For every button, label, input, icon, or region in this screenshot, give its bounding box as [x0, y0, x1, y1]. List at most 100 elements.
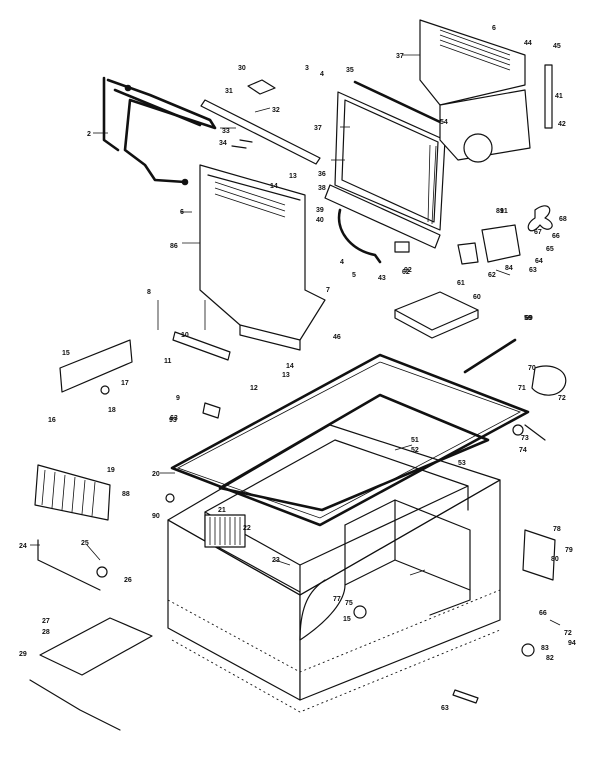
callout-label: 65	[546, 246, 554, 253]
callout-label: 29	[19, 651, 27, 658]
callout-label: 16	[48, 417, 56, 424]
callout-label: 37	[396, 53, 404, 60]
callout-label: 80	[551, 556, 559, 563]
callout-label: 10	[181, 332, 189, 339]
callout-label: 35	[346, 67, 354, 74]
callout-label: 84	[505, 265, 513, 272]
callout-label: 46	[333, 334, 341, 341]
callout-label: 93	[169, 417, 177, 424]
condenser-tube	[102, 76, 217, 186]
callout-label: 2	[87, 131, 91, 138]
callout-label: 11	[164, 358, 172, 365]
callout-label: 88	[122, 491, 130, 498]
callout-label: 24	[19, 543, 27, 550]
callout-label: 15	[343, 616, 351, 623]
lid-gasket	[170, 353, 530, 527]
callout-label: 28	[42, 629, 50, 636]
callout-label: 67	[534, 229, 542, 236]
callout-label: 66	[539, 610, 547, 617]
callout-label: 83	[541, 645, 549, 652]
mounting-bracket	[247, 79, 276, 95]
callout-label: 71	[518, 385, 526, 392]
compressor	[531, 365, 567, 396]
callout-label: 82	[546, 655, 554, 662]
callout-label: 33	[222, 128, 230, 135]
callout-label: 4	[340, 259, 344, 266]
callout-label: 77	[333, 596, 341, 603]
callout-label: 90	[152, 513, 160, 520]
callout-label: 86	[170, 243, 178, 250]
callout-label: 62	[402, 269, 410, 276]
callout-label: 38	[318, 185, 326, 192]
callout-label: 12	[250, 385, 258, 392]
callout-label: 26	[124, 577, 132, 584]
callout-label: 94	[568, 640, 576, 647]
callout-label: 68	[559, 216, 567, 223]
callout-label: 20	[152, 471, 160, 478]
callout-label: 22	[243, 525, 251, 532]
callout-label: 92	[404, 267, 412, 274]
callout-label: 17	[121, 380, 129, 387]
wire-basket	[34, 464, 111, 521]
callout-label: 15	[62, 350, 70, 357]
callout-label: 31	[225, 88, 233, 95]
callout-label: 30	[238, 65, 246, 72]
freezer-cabinet	[167, 424, 501, 713]
callout-label: 53	[458, 460, 466, 467]
divider-shelf	[39, 617, 153, 676]
callout-label: 60	[473, 294, 481, 301]
callout-label: 32	[272, 107, 280, 114]
callout-label: 79	[565, 547, 573, 554]
wall-coil	[204, 514, 246, 548]
callout-label: 25	[81, 540, 89, 547]
callout-label: 64	[535, 258, 543, 265]
callout-label: 44	[524, 40, 532, 47]
callout-label: 18	[108, 407, 116, 414]
callout-label: 59	[524, 315, 532, 322]
trim-strip	[200, 99, 321, 165]
fan-blade	[527, 205, 553, 232]
callout-label: 91	[500, 208, 508, 215]
callout-label: 75	[345, 600, 353, 607]
callout-label: 14	[286, 363, 294, 370]
callout-label: 51	[411, 437, 419, 444]
callout-label: 19	[107, 467, 115, 474]
callout-label: 69	[525, 315, 533, 322]
callout-label: 36	[318, 171, 326, 178]
callout-label: 23	[272, 557, 280, 564]
callout-label: 63	[529, 267, 537, 274]
callout-label: 42	[558, 121, 566, 128]
trim-tube	[353, 80, 442, 124]
condenser-assembly	[324, 91, 446, 249]
callout-label: 8	[147, 289, 151, 296]
callout-label: 6	[180, 209, 184, 216]
callout-label: 63	[170, 415, 178, 422]
callout-label: 34	[219, 140, 227, 147]
callout-label: 63	[441, 705, 449, 712]
top-cover-panel	[419, 19, 531, 163]
callout-label: 41	[555, 93, 563, 100]
callout-label: 3	[305, 65, 309, 72]
callout-label: 81	[496, 208, 504, 215]
callout-label: 66	[552, 233, 560, 240]
callout-label: 21	[218, 507, 226, 514]
callout-label: 5	[352, 272, 356, 279]
callout-label: 4	[320, 71, 324, 78]
leader-lines	[30, 54, 561, 626]
callout-label: 72	[564, 630, 572, 637]
callout-label: 43	[378, 275, 386, 282]
callout-label: 14	[270, 183, 278, 190]
callout-label: 70	[528, 365, 536, 372]
callout-label: 74	[519, 447, 527, 454]
callout-label: 9	[176, 395, 180, 402]
callout-label: 73	[521, 435, 529, 442]
callout-labels: 2 4 3 4 5 6 6 7 8 9 10 11 12 13 13 14 14…	[19, 25, 576, 712]
callout-label: 6	[492, 25, 496, 32]
callout-label: 40	[316, 217, 324, 224]
callout-label: 62	[488, 272, 496, 279]
callout-label: 61	[457, 280, 465, 287]
callout-label: 13	[282, 372, 290, 379]
callout-label: 45	[553, 43, 561, 50]
callout-label: 54	[440, 119, 448, 126]
